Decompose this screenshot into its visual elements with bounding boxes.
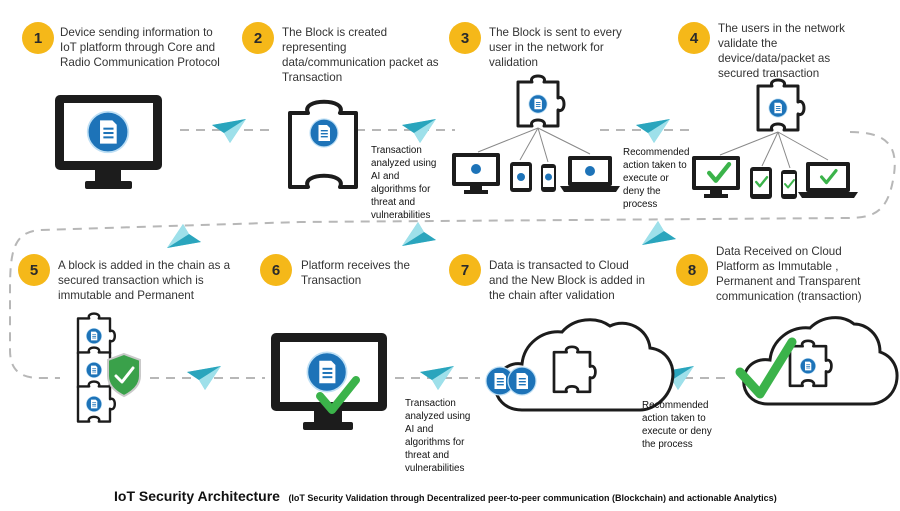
step-6-text: Platform receives the Transaction (301, 259, 410, 287)
action-note-bottom: Recommended action taken to execute or d… (642, 400, 712, 450)
shield-icon (107, 352, 141, 398)
paper-plane-icon (167, 224, 201, 248)
document-icon (85, 395, 103, 413)
checkmark-icon (735, 337, 797, 399)
phone-icon (781, 170, 797, 199)
action-note-top: Recommended action taken to execute or d… (623, 147, 690, 210)
step-5-badge: 5 (18, 254, 50, 286)
step-2-badge: 2 (242, 22, 274, 54)
document-icon (507, 366, 537, 396)
step-7-text: Data is transacted to Cloud and the New … (489, 259, 645, 302)
analysis-note-top: Transaction analyzed using AI and algori… (371, 145, 437, 221)
diagram-subtitle: (IoT Security Validation through Decentr… (288, 493, 777, 503)
step-4-badge: 4 (678, 22, 710, 54)
tablet-icon (750, 167, 772, 199)
step-5-text: A block is added in the chain as a secur… (58, 259, 231, 302)
paper-plane-icon (402, 222, 436, 246)
step-6-badge: 6 (260, 254, 292, 286)
laptop-icon (798, 162, 858, 198)
document-icon (768, 98, 788, 118)
document-icon (85, 327, 103, 345)
step-3-text: The Block is sent to every user in the n… (489, 26, 622, 69)
diagram-footer: IoT Security Architecture (IoT Security … (114, 488, 777, 506)
tablet-icon (510, 162, 532, 192)
document-icon (85, 361, 103, 379)
puzzle-block-icon (288, 99, 358, 189)
monitor-icon (452, 153, 500, 194)
step-1-text: Device sending information to IoT platfo… (60, 26, 220, 69)
step-7-badge: 7 (449, 254, 481, 286)
document-icon (799, 357, 817, 375)
phone-icon (541, 164, 556, 192)
document-icon (309, 118, 339, 148)
monitor-icon (692, 156, 740, 198)
puzzle-block-icon (552, 345, 597, 394)
analysis-note-bottom: Transaction analyzed using AI and algori… (405, 398, 471, 474)
step-8-text: Data Received on Cloud Platform as Immut… (716, 245, 862, 303)
step-2-text: The Block is created representing data/c… (282, 26, 439, 84)
network-group-step4 (692, 78, 858, 199)
paper-plane-icon (642, 221, 676, 245)
diagram-title: IoT Security Architecture (114, 488, 280, 504)
cloud-icon (735, 316, 899, 406)
step-8-badge: 8 (676, 254, 708, 286)
monitor-icon (271, 333, 387, 430)
monitor-icon (55, 95, 162, 189)
document-icon (528, 94, 548, 114)
cloud-icon (485, 318, 675, 412)
step-4-text: The users in the network validate the de… (718, 22, 845, 80)
blockchain-icon (76, 312, 141, 423)
document-icon (86, 110, 130, 154)
step-1-badge: 1 (22, 22, 54, 54)
laptop-icon (560, 156, 620, 192)
network-group-step3 (452, 74, 620, 194)
document-icon (306, 351, 348, 393)
step-3-badge: 3 (449, 22, 481, 54)
